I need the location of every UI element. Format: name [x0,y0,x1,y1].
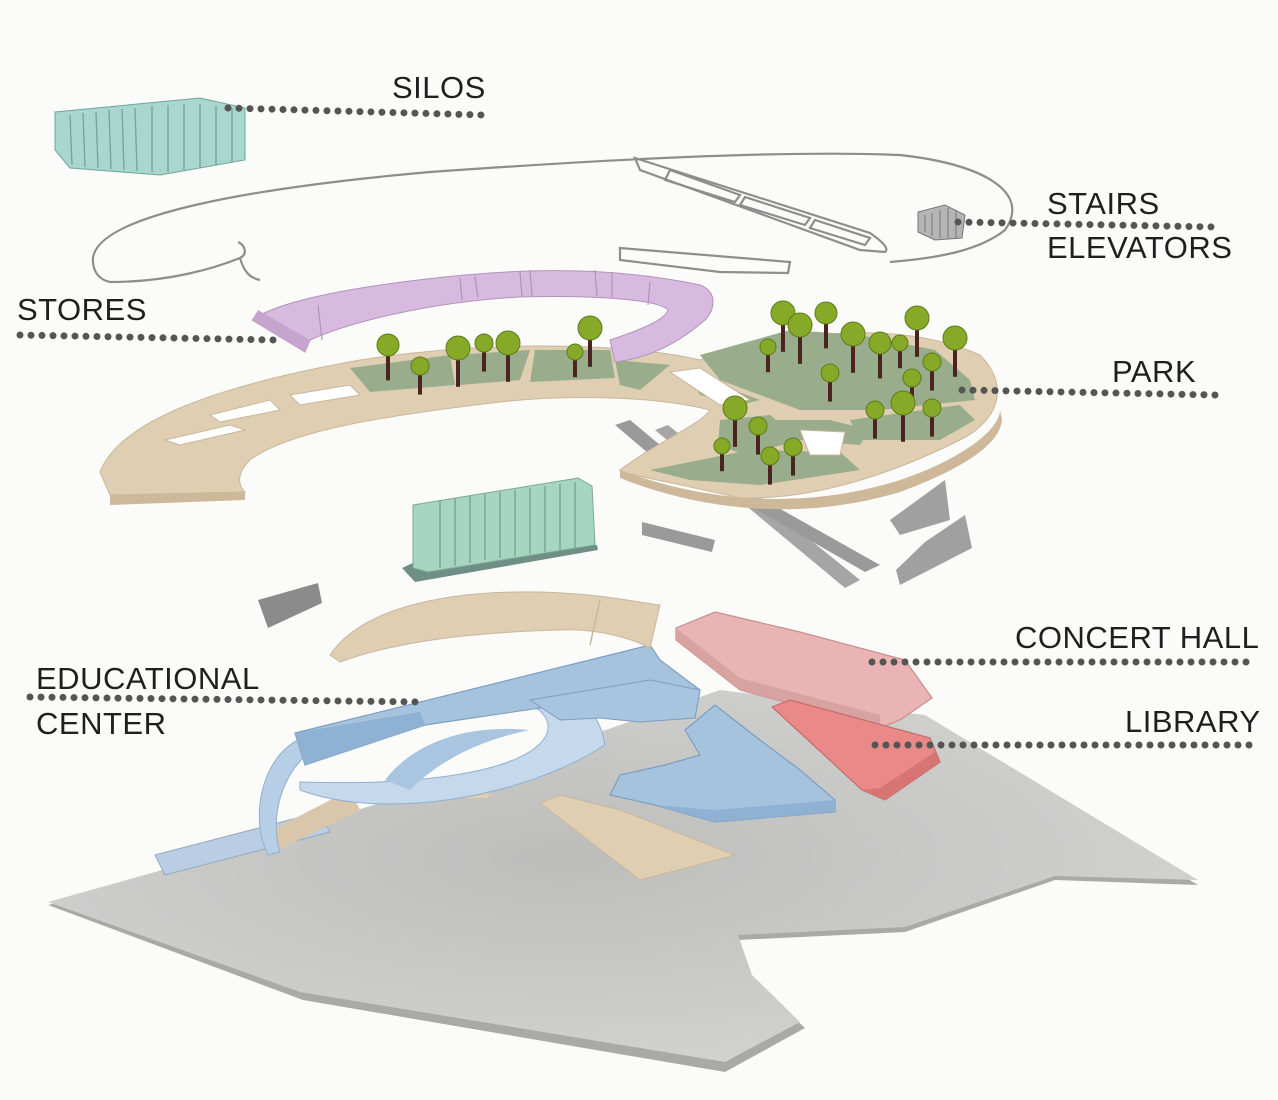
label-library: LIBRARY [1125,700,1261,744]
leader-stores [20,335,275,340]
label-educational: EDUCATIONAL [36,657,260,701]
label-silos: SILOS [392,66,486,110]
label-elevators: ELEVATORS [1047,226,1232,270]
silos-block [402,478,598,582]
ground-level [48,690,1198,1072]
label-park: PARK [1112,350,1196,394]
label-stairs: STAIRS [1047,182,1160,226]
label-stores: STORES [17,288,147,332]
silos-top [55,98,245,175]
roof-outline [93,154,1012,282]
label-concert-hall: CONCERT HALL [1015,616,1259,660]
label-center: CENTER [36,702,166,746]
